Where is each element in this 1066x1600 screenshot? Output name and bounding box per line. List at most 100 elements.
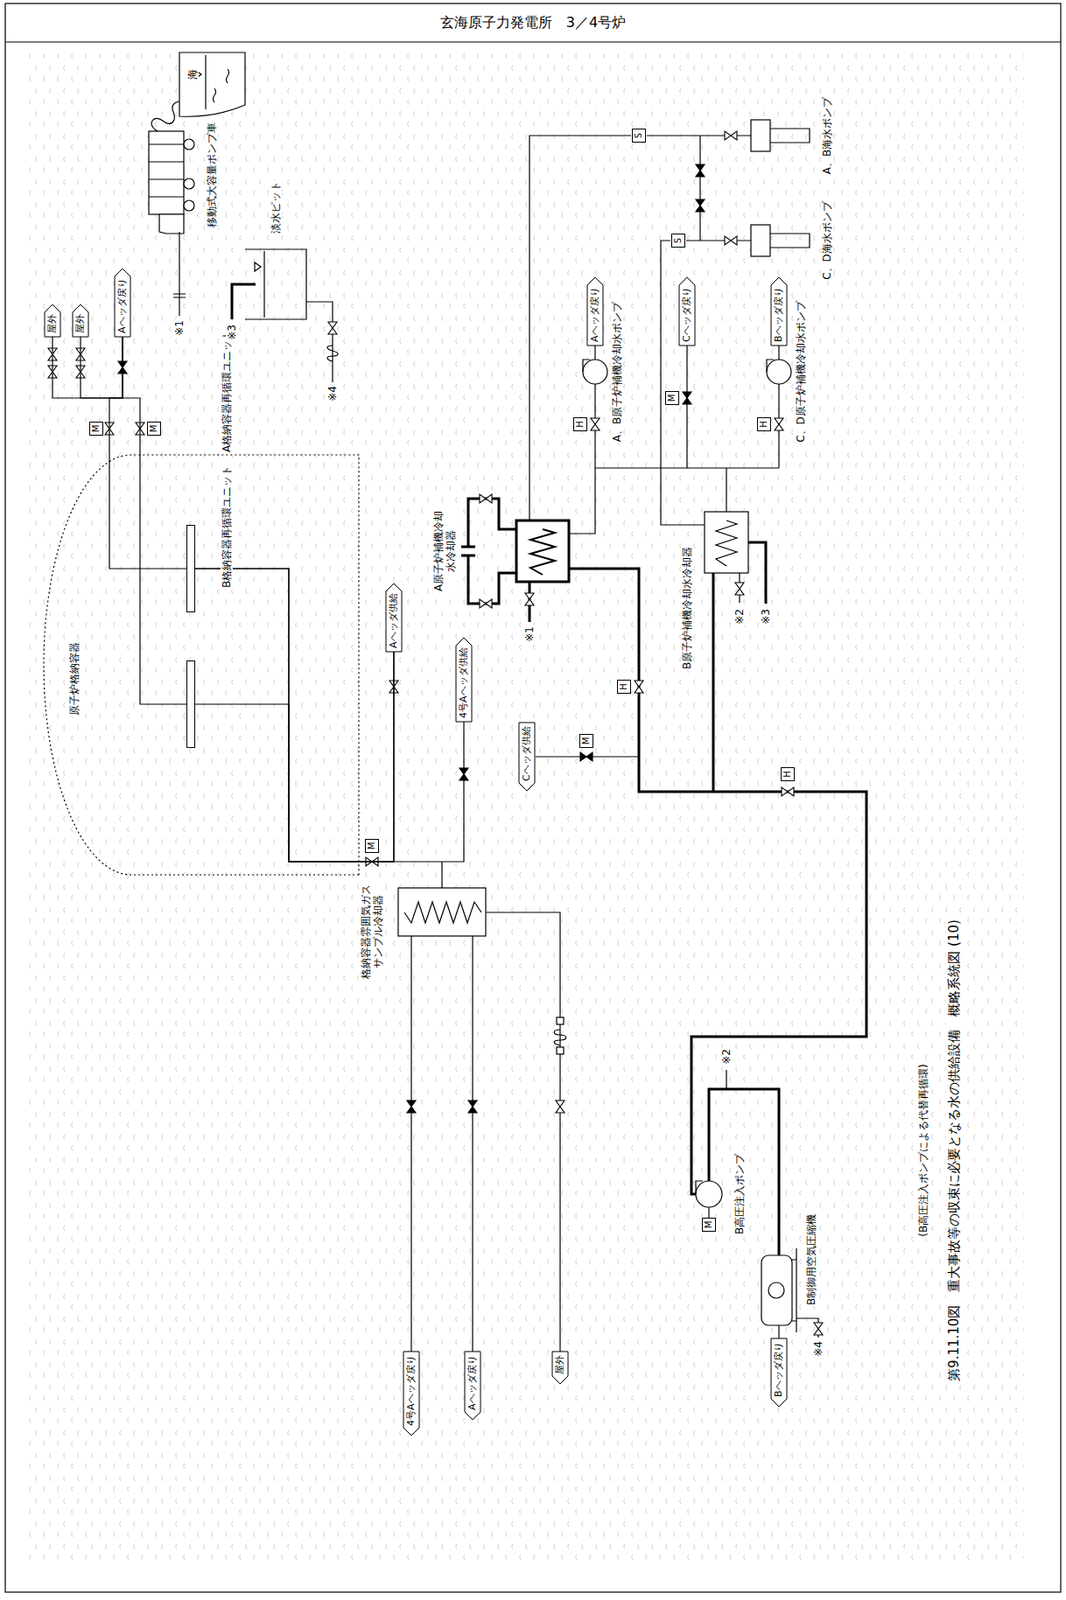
equipment-label: B原子炉補機冷却水冷却器 (680, 546, 694, 671)
recirculation-unit: B格納容器再循環ユニット (186, 660, 196, 749)
node-text: S (672, 234, 685, 247)
node-text: M (147, 422, 161, 435)
connector-layer (26, 48, 1024, 1563)
valve-operator-box: S (671, 233, 686, 248)
valve-symbol (682, 392, 692, 405)
callout-mark: ※4 (812, 1340, 825, 1359)
equipment-label: C、D海水ポンプ (820, 200, 834, 281)
pipe-connector (195, 568, 394, 863)
header-tag: Bヘッダ戻り (771, 1339, 787, 1408)
pipe-connector (109, 336, 187, 569)
pipe-connector (52, 336, 123, 399)
valve-symbol (774, 418, 784, 431)
node-text: 4号Aヘッダ戻り (405, 1355, 418, 1427)
header-tag: Cヘッダ戻り (679, 277, 695, 346)
node-text: 屋外 (554, 1355, 567, 1375)
valve-symbol (724, 131, 737, 141)
header-tag: 屋外 (552, 1352, 569, 1385)
equipment-label: 格納容器雰囲気ガスサンプル冷却器 (359, 882, 385, 982)
valve-symbol (406, 1101, 416, 1114)
equipment-label: B高圧注入ポンプ (733, 1153, 746, 1236)
node-text: M (365, 840, 379, 853)
valve-symbol (724, 236, 737, 246)
valve-symbol (695, 164, 705, 177)
equipment-label: C、D原子炉補機冷却水ポンプ (794, 300, 807, 444)
header-tag: Aヘッダ戻り (464, 1352, 481, 1421)
valve-operator-box: M (579, 734, 594, 749)
header-tag: Aヘッダ戻り (114, 268, 131, 337)
node-text: M (702, 1219, 716, 1232)
header-tag: 4号Aヘッダ供給 (455, 638, 472, 723)
node-text: 原子炉格納容器 (68, 640, 81, 718)
node-text: H (781, 768, 794, 781)
node-text: Aヘッダ戻り (116, 278, 129, 334)
valve-symbol (590, 418, 600, 431)
node-text: A格納容器再循環ユニット (220, 328, 233, 455)
diagram-frame: A格納容器再循環ユニットB格納容器再循環ユニット原子炉格納容器屋外屋外Aヘッダ戻… (26, 48, 1024, 1563)
valve-operator-box: M (665, 391, 680, 406)
valve-operator-box: H (617, 680, 632, 695)
containment-vessel: A格納容器再循環ユニットB格納容器再循環ユニット原子炉格納容器 (35, 455, 359, 876)
node-text: Bヘッダ戻り (772, 1342, 786, 1398)
valve-symbol (813, 1323, 823, 1336)
node-text: Aヘッダ戻り (589, 287, 602, 343)
valve-operator-box: S (631, 128, 646, 143)
node-text: Aヘッダ戻り (466, 1355, 479, 1411)
equipment-label: A、B海水ポンプ (820, 96, 834, 176)
valve-symbol (525, 593, 534, 606)
header-tag: 4号Aヘッダ戻り (403, 1352, 420, 1437)
node-text: M (666, 392, 679, 405)
node-text: 4号Aヘッダ供給 (457, 647, 470, 719)
header-tag: 屋外 (44, 304, 61, 337)
node-text: H (617, 680, 631, 694)
pipe-connector (195, 652, 394, 863)
recirculation-unit: A格納容器再循環ユニット (186, 525, 196, 613)
callout-mark: ※3 (759, 608, 772, 626)
equipment-label: A、B原子炉補機冷却水ポンプ (610, 301, 624, 443)
node-text: H (757, 418, 771, 431)
containment-outline (35, 455, 359, 876)
valve-operator-box: H (757, 417, 772, 432)
callout-mark: ※4 (326, 385, 339, 403)
valve-symbol (695, 199, 705, 212)
callout-mark: ※2 (720, 1048, 733, 1066)
valve-symbol (328, 322, 337, 335)
header-tag: 屋外 (72, 304, 89, 337)
node-text: Cヘッダ戻り (680, 287, 694, 343)
node-text: B格納容器再循環ユニット (220, 463, 233, 590)
header-tag: Bヘッダ戻り (771, 277, 787, 346)
header-tag: Aヘッダ供給 (385, 583, 402, 653)
piping-illustration (26, 48, 1024, 1563)
node-text: Bヘッダ戻り (772, 287, 786, 343)
figure-subtitle: (B高圧注入ポンプによる代替再循環) (917, 1063, 930, 1239)
valve-symbol (479, 494, 492, 504)
equipment-label: 移動式大容量ポンプ車 (205, 121, 218, 229)
pipe-connector (80, 336, 123, 399)
valve-operator-box: M (147, 421, 162, 436)
callout-mark: ※1 (523, 625, 536, 644)
node-text: 屋外 (74, 314, 87, 334)
valve-symbol (479, 599, 492, 609)
node-text: Cヘッダ供給 (520, 726, 533, 782)
node-text: M (90, 422, 103, 435)
valve-operator-box: H (780, 767, 795, 782)
equipment-label: B制御用空気圧縮機 (805, 1213, 818, 1307)
equipment-label: A原子炉補機冷却水冷却器 (432, 506, 457, 597)
figure-caption: 第9.11.10図 重大事故等の収束に必要となる水の供給設備 概略系統図 (10… (946, 918, 962, 1384)
valve-symbol (634, 680, 644, 694)
node-text: 屋外 (46, 314, 59, 334)
valve-operator-box: M (364, 839, 379, 854)
callout-mark: ※2 (733, 608, 746, 626)
pipe-connector (122, 336, 187, 705)
pipe-connector (195, 568, 464, 863)
header-tag: Aヘッダ戻り (587, 277, 604, 346)
callout-mark: ※1 (173, 319, 186, 337)
valve-symbol (468, 1101, 477, 1114)
valve-symbol (580, 752, 593, 762)
valve-symbol (735, 582, 744, 596)
valve-symbol (781, 787, 794, 797)
node-text: M (580, 735, 593, 748)
valve-symbol (555, 1101, 565, 1114)
header-tag: Cヘッダ供給 (518, 722, 535, 792)
node-text: Aヘッダ供給 (387, 593, 400, 649)
